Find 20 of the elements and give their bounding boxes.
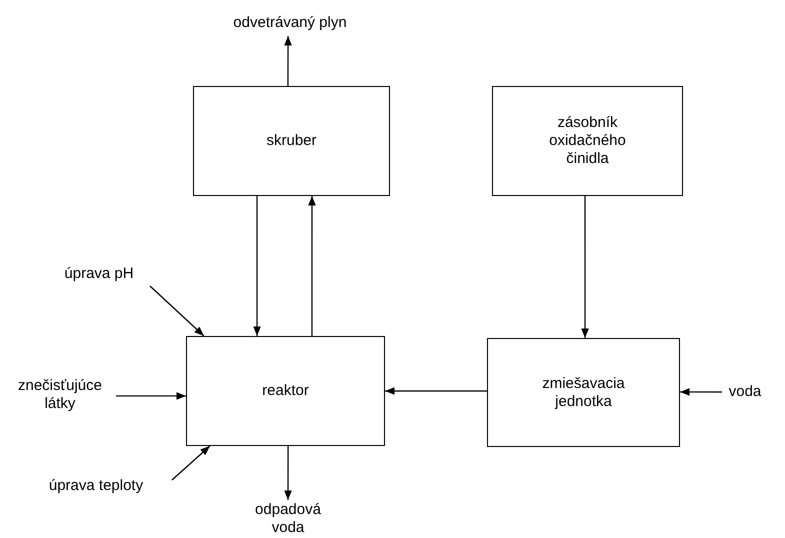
- arrow: [308, 196, 316, 336]
- arrow: [284, 446, 292, 500]
- flow-label: odpadová voda: [240, 500, 336, 538]
- arrow: [581, 196, 589, 338]
- arrow: [253, 196, 261, 336]
- arrow: [172, 446, 210, 480]
- flow-label: znečisťujúce látky: [4, 372, 116, 418]
- process-box: reaktor: [186, 336, 385, 446]
- flow-label: úprava pH: [48, 262, 150, 286]
- process-box: zmiešavacia jednotka: [487, 338, 680, 447]
- flow-label: voda: [722, 380, 768, 404]
- arrow: [385, 387, 487, 395]
- flow-label: odvetrávaný plyn: [215, 10, 365, 36]
- process-box: skruber: [193, 86, 390, 196]
- process-box: zásobník oxidačného činidla: [492, 86, 683, 196]
- arrow: [680, 388, 722, 396]
- flow-label: úprava teploty: [20, 474, 172, 498]
- arrow: [284, 36, 292, 86]
- arrow: [150, 286, 204, 336]
- arrow: [116, 392, 186, 400]
